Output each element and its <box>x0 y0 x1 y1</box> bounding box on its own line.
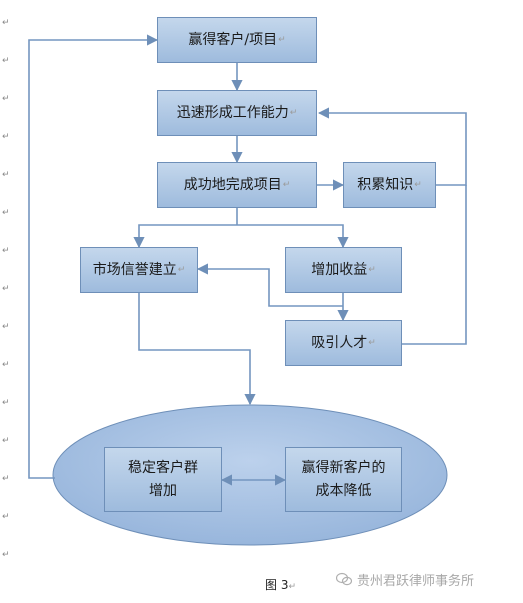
paragraph-mark: ↵ <box>2 132 10 142</box>
paragraph-mark: ↵ <box>289 107 298 118</box>
paragraph-mark: ↵ <box>2 474 10 484</box>
paragraph-mark: ↵ <box>2 208 10 218</box>
wechat-icon <box>336 572 352 586</box>
paragraph-mark: ↵ <box>2 360 10 370</box>
paragraph-mark: ↵ <box>368 264 376 275</box>
paragraph-mark: ↵ <box>2 512 10 522</box>
paragraph-mark: ↵ <box>288 582 296 592</box>
connector-ellipse-to-win <box>28 34 159 479</box>
node-win-client: 赢得客户/项目↵ <box>157 17 317 63</box>
node-stable-clients: 稳定客户群 增加 <box>104 447 222 512</box>
node-increase-revenue: 增加收益↵ <box>285 247 402 293</box>
paragraph-mark: ↵ <box>2 94 10 104</box>
node-attract-talent-label: 吸引人才 <box>311 334 368 351</box>
node-increase-revenue-label: 增加收益 <box>311 261 368 278</box>
paragraph-mark: ↵ <box>2 398 10 408</box>
connector-split-to-reputation <box>133 224 237 249</box>
paragraph-mark: ↵ <box>177 264 186 275</box>
connector-talent-to-reputation <box>196 263 343 307</box>
node-win-client-label: 赢得客户/项目 <box>188 31 278 48</box>
paragraph-mark: ↵ <box>414 179 422 190</box>
paragraph-mark: ↵ <box>2 246 10 256</box>
paragraph-mark: ↵ <box>2 56 10 66</box>
paragraph-mark: ↵ <box>2 284 10 294</box>
node-new-client-cost-line1: 赢得新客户的 <box>301 460 386 477</box>
node-accumulate-knowledge: 积累知识↵ <box>343 162 436 208</box>
node-new-client-cost: 赢得新客户的 成本降低 <box>285 447 402 512</box>
node-new-client-cost-line2: 成本降低 <box>315 482 372 499</box>
connector-talent-to-rapid <box>402 185 467 345</box>
node-stable-clients-line1: 稳定客户群 <box>128 460 198 477</box>
connector-split-to-revenue <box>237 224 349 249</box>
paragraph-mark: ↵ <box>2 550 10 560</box>
node-rapid-capability-label: 迅速形成工作能力 <box>176 104 289 121</box>
paragraph-mark: ↵ <box>2 170 10 180</box>
node-market-reputation: 市场信誉建立↵ <box>80 247 198 293</box>
node-market-reputation-label: 市场信誉建立 <box>92 261 177 278</box>
watermark: 贵州君跃律师事务所 <box>336 570 475 589</box>
paragraph-mark: ↵ <box>2 322 10 332</box>
node-accumulate-knowledge-label: 积累知识 <box>357 176 414 193</box>
node-stable-clients-line2: 增加 <box>149 482 177 499</box>
paragraph-mark: ↵ <box>282 179 291 190</box>
connector-reputation-to-ellipse <box>138 293 256 406</box>
node-complete-project-label: 成功地完成项目 <box>183 176 282 193</box>
watermark-text: 贵州君跃律师事务所 <box>357 573 475 589</box>
paragraph-marks-column: ↵ ↵ ↵ ↵ ↵ ↵ ↵ ↵ ↵ ↵ ↵ ↵ ↵ ↵ ↵ <box>2 0 14 603</box>
paragraph-mark: ↵ <box>278 34 286 45</box>
paragraph-mark: ↵ <box>368 337 376 348</box>
figure-caption: 图 3↵ <box>265 576 296 593</box>
paragraph-mark: ↵ <box>2 18 10 28</box>
figure-caption-text: 图 3 <box>265 578 289 592</box>
node-complete-project: 成功地完成项目↵ <box>157 162 317 208</box>
paragraph-mark: ↵ <box>2 436 10 446</box>
node-attract-talent: 吸引人才↵ <box>285 320 402 366</box>
node-rapid-capability: 迅速形成工作能力↵ <box>157 90 317 136</box>
connector-knowledge-to-rapid <box>317 107 467 186</box>
